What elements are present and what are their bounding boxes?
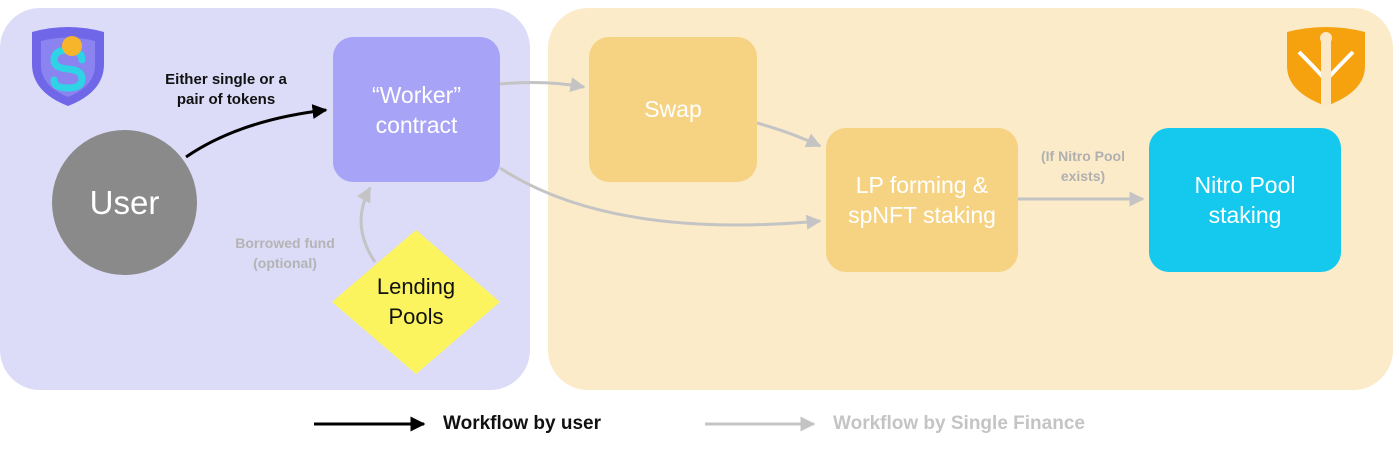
lp-forming-node: LP forming & spNFT staking — [826, 128, 1018, 272]
arrow-worker-to-swap — [499, 77, 586, 92]
nitro-pool-node: Nitro Pool staking — [1149, 128, 1341, 272]
worker-contract-node: “Worker” contract — [333, 37, 500, 182]
single-finance-logo-icon — [32, 27, 104, 106]
borrowed-label-line2: (optional) — [253, 255, 317, 271]
tokens-label-line1: Either single or a — [165, 71, 287, 88]
arrow-swap-to-lp — [756, 121, 822, 148]
lending-label-line1: Lending — [376, 274, 456, 299]
user-label: User — [89, 183, 160, 221]
lending-label-line2: Pools — [388, 304, 444, 329]
lending-diamond-shape — [332, 230, 500, 374]
borrowed-edge-label: Borrowed fund (optional) — [224, 233, 346, 273]
nitro-label-line2: staking — [1208, 202, 1282, 228]
arrow-lending-to-worker — [356, 186, 377, 263]
worker-label-line2: contract — [375, 111, 458, 138]
borrowed-label-line1: Borrowed fund — [235, 235, 335, 251]
nitro-exists-edge-label: (If Nitro Pool exists) — [1022, 146, 1144, 186]
nitro-exists-label-line1: (If Nitro Pool — [1041, 148, 1125, 164]
legend-user-flow-label: Workflow by user — [443, 413, 602, 434]
tokens-edge-label: Either single or a pair of tokens — [140, 70, 312, 110]
worker-label-line1: “Worker” — [371, 81, 461, 108]
sword-shield-logo-icon — [1287, 27, 1365, 106]
swap-node: Swap — [589, 37, 757, 182]
lp-label-line1: LP forming & — [855, 172, 989, 198]
swap-label: Swap — [644, 96, 702, 122]
lending-pools-node: Lending Pools — [330, 228, 502, 376]
arrow-user-to-worker — [185, 104, 328, 159]
lp-label-line2: spNFT staking — [848, 202, 996, 228]
nitro-label-line1: Nitro Pool — [1194, 172, 1296, 198]
tokens-label-line2: pair of tokens — [176, 91, 276, 108]
arrow-worker-to-lp — [499, 166, 822, 230]
user-node: User — [52, 130, 197, 275]
nitro-exists-label-line2: exists) — [1060, 168, 1106, 184]
legend-single-finance-flow-label: Workflow by Single Finance — [833, 413, 1085, 434]
